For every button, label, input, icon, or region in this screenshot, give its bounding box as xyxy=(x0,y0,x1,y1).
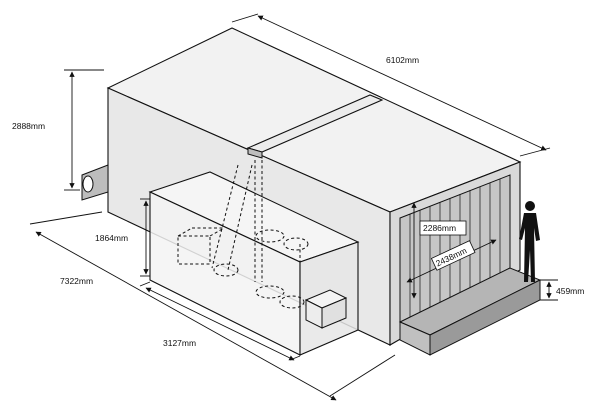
label-door-height: 2286mm xyxy=(423,223,456,233)
label-width-inner: 3127mm xyxy=(163,338,196,348)
label-total-length: 7322mm xyxy=(60,276,93,286)
dimension-width-inner: 3127mm xyxy=(139,281,301,361)
side-conveyor xyxy=(81,164,109,201)
dimension-height-inner: 1864mm xyxy=(95,198,150,277)
label-length: 6102mm xyxy=(386,55,419,65)
label-platform-height: 459mm xyxy=(556,286,584,296)
dimension-platform-height: 459mm xyxy=(540,279,584,301)
person-silhouette xyxy=(519,201,540,282)
dimension-height-outer: 2888mm xyxy=(12,69,104,191)
label-height-outer: 2888mm xyxy=(12,121,45,131)
label-height-inner: 1864mm xyxy=(95,233,128,243)
dimension-length: 6102mm xyxy=(231,13,551,157)
